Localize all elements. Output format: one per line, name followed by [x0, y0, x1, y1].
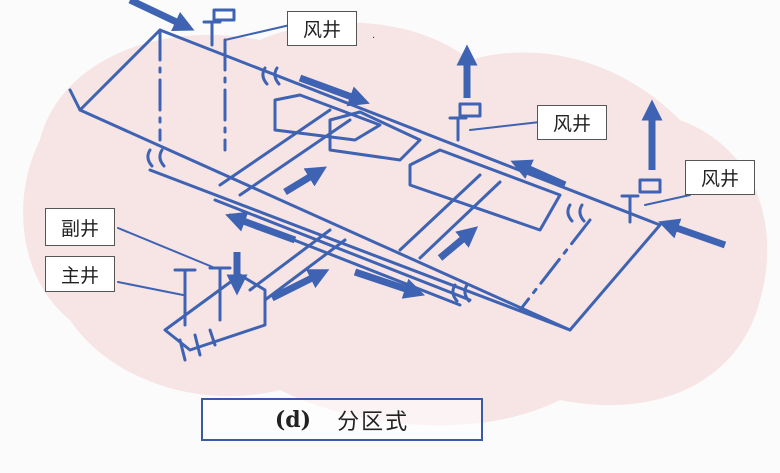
shaft-head-3 — [620, 178, 662, 224]
main-shaft-column — [173, 268, 197, 327]
arrow-left-flow — [225, 211, 297, 244]
label-shaft-3: 风井 — [685, 160, 755, 195]
leader-shaft-2 — [469, 121, 541, 131]
panel-right — [408, 148, 562, 232]
arrow-intake-right — [658, 218, 727, 249]
figure-caption: (d) 分区式 — [201, 398, 483, 441]
label-main-shaft: 主井 — [45, 256, 115, 292]
shaft-head-2 — [448, 102, 482, 142]
arrow-lower-up — [437, 226, 479, 261]
leader-aux — [117, 227, 216, 269]
central-entry-c — [398, 173, 482, 252]
label-shaft-1-text: 风井 — [302, 19, 341, 41]
central-entry-d — [418, 180, 502, 260]
leader-main — [117, 281, 184, 296]
label-main-shaft-text: 主井 — [60, 264, 99, 287]
shaft-branch — [248, 228, 347, 302]
central-entry-a — [218, 108, 332, 187]
break-2 — [261, 66, 281, 86]
arrow-shaft-out — [270, 269, 330, 302]
right-dashed-airway — [518, 218, 592, 312]
panel-upper-mid — [328, 110, 422, 162]
caption-text: 分区式 — [337, 409, 410, 435]
arrow-intake-top — [128, 0, 195, 32]
central-entry-b — [238, 118, 352, 197]
label-auxiliary-shaft-text: 副井 — [60, 217, 99, 240]
label-shaft-1: 风井 — [287, 11, 357, 46]
shaft-station — [163, 273, 267, 362]
label-shaft-3-text: 风井 — [700, 168, 739, 190]
label-shaft-2-text: 风井 — [552, 113, 591, 135]
leader-shaft-3 — [644, 194, 691, 206]
upper-roadway-rail — [68, 88, 572, 332]
caption-id: (d) — [274, 406, 312, 433]
break-4 — [451, 283, 471, 303]
leader-shaft-1 — [224, 24, 291, 41]
stray-mark: . — [372, 30, 375, 41]
arrow-upper-left — [510, 159, 567, 189]
label-shaft-2: 风井 — [537, 105, 607, 140]
label-auxiliary-shaft: 副井 — [45, 208, 115, 246]
arrow-lower-right — [353, 268, 425, 299]
arrow-upper-right — [298, 74, 370, 107]
panel-upper-left — [273, 93, 382, 142]
shaft-head-1 — [202, 8, 236, 47]
arrow-central-up — [283, 166, 327, 195]
break-3 — [566, 203, 586, 223]
break-1 — [146, 148, 166, 168]
